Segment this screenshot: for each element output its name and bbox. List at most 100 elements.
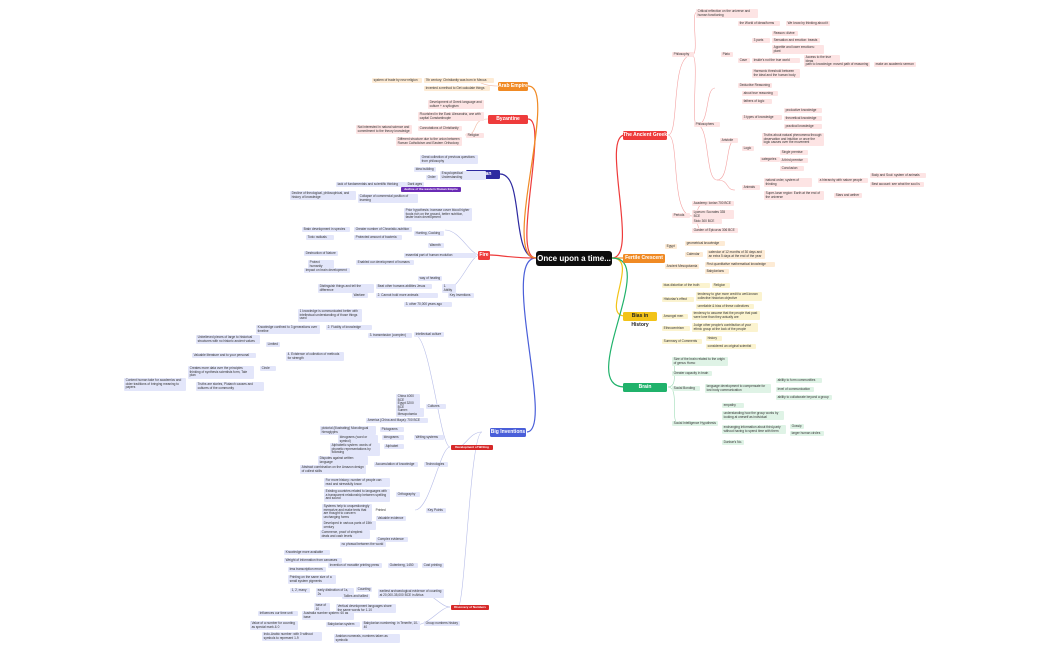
node-understanding-group[interactable]: understanding how the group works by loo… <box>722 411 784 421</box>
node-fire-hypothesis[interactable]: Prior hypothesis: increase cover blood h… <box>404 208 472 221</box>
node-mesopotamia[interactable]: Ancient Mesopotamia <box>665 264 699 270</box>
node-writing-existence[interactable]: 4. Existence of collection of methods fo… <box>286 352 344 362</box>
node-numbers-vertical[interactable]: Vertical development languages share the… <box>336 604 396 614</box>
node-numbers-arabian[interactable]: Arabian numerals, numbers taken as symbo… <box>334 634 400 644</box>
node-writing-disputes[interactable]: Disputes against written language <box>318 456 368 466</box>
node-ethnocentrism[interactable]: Ethnocentrism <box>662 326 690 332</box>
node-brain-size[interactable]: Size of the brain related to the origin … <box>672 357 728 367</box>
node-fire-essential[interactable]: essential part of human evolution <box>404 253 476 259</box>
node-writing-weight[interactable]: Weight of information from canvases <box>284 558 342 564</box>
node-level-communication[interactable]: level of communication <box>776 387 814 393</box>
node-natural-truths[interactable]: Truths about natural phenomena through o… <box>762 133 824 146</box>
node-numbers-tallies[interactable]: Tallies and tallied <box>342 594 370 600</box>
node-byz-christianity[interactable]: Connotations of Christianity <box>418 126 462 132</box>
node-religion[interactable]: Religion <box>712 283 730 289</box>
node-writing-technologies[interactable]: Technologies <box>424 462 448 468</box>
node-writing-ideograms[interactable]: Ideograms <box>382 435 404 441</box>
node-fire-heating[interactable]: way of heating <box>418 276 442 282</box>
branch-bias-in-history[interactable]: Bias in History <box>623 312 657 328</box>
node-philosophers[interactable]: Philosophers <box>694 122 720 128</box>
node-philosophy[interactable]: Philosophy <box>672 52 694 58</box>
node-third-premise[interactable]: A third premise <box>780 158 808 164</box>
node-writing-creates[interactable]: Creates more data over the principles th… <box>188 366 254 379</box>
node-writing-abstract[interactable]: Abstract combination on the Amazon desig… <box>300 465 366 475</box>
node-numbers-indo-arabic[interactable]: Indo-Arabic number: with 0 without symbo… <box>262 632 322 642</box>
node-bias-distortion[interactable]: bias distortion of the truth <box>662 283 710 289</box>
node-fire-beat[interactable]: Beat other humans abilities Jesus <box>376 284 432 290</box>
node-numbers-earliest[interactable]: earliest archaeological evidence of coun… <box>378 589 444 599</box>
node-numbers-base-10[interactable]: base of 10 <box>314 603 330 613</box>
node-plato[interactable]: Plato <box>721 52 733 58</box>
node-writing-accumulation[interactable]: Accumulation of knowledge <box>374 462 418 468</box>
node-critical-reflection[interactable]: Critical reflection on the universe and … <box>696 9 758 19</box>
node-writing-knowledge[interactable]: 1 knowledge is communicated better with … <box>298 309 362 322</box>
node-arab-7th-century[interactable]: 7th century: Christianity was born in Me… <box>424 78 494 84</box>
branch-brain-development[interactable]: Brain Development <box>623 383 667 399</box>
node-amongst-men[interactable]: Amongst men <box>662 314 688 320</box>
node-unreliable[interactable]: unreliable & bias of these collectives <box>696 304 754 310</box>
node-stars-aether[interactable]: Stars and aether <box>834 193 862 199</box>
node-collaborate[interactable]: ability to collaborate beyond a group <box>776 395 832 401</box>
node-numbers-time-unit[interactable]: Influences our time unit <box>258 611 298 617</box>
node-original-scientist[interactable]: considered an original scientist <box>706 344 756 350</box>
node-writing-egypt[interactable]: Egypt 3200 BCE <box>396 401 420 411</box>
node-numbers-value[interactable]: Value of a number for counting as specia… <box>250 621 298 631</box>
node-roman-collapse[interactable]: Collapse of commercial position of learn… <box>358 194 418 204</box>
node-byz-natural-science[interactable]: Not interested in natural science and co… <box>356 125 412 135</box>
node-categories[interactable]: categories <box>760 157 780 163</box>
node-fire-toxic[interactable]: Toxic radicals <box>306 235 334 241</box>
node-writing-intellectual[interactable]: Intellectual culture <box>414 332 444 338</box>
node-arab-method[interactable]: Invented a method to Get calculate thing… <box>424 86 490 92</box>
node-fire-impact[interactable]: Impact on brain development <box>304 268 350 274</box>
node-writing-transparent[interactable]: Existing countries related to languages … <box>324 489 390 502</box>
node-fire-cannot-hold[interactable]: 2. Cannot hold more animals <box>376 293 438 299</box>
node-writing-cultures[interactable]: Cultures <box>426 404 446 410</box>
node-roman-dark-ages[interactable]: Dark ages <box>406 182 424 188</box>
node-inside-cave[interactable]: Inside's not the true world <box>752 58 800 64</box>
node-tendency-assume[interactable]: tendency to assume that the people that … <box>692 311 760 321</box>
node-form-communities[interactable]: ability to form communities <box>776 378 822 384</box>
node-byz-structure[interactable]: Different structure due to the union bet… <box>396 137 462 147</box>
node-writing-complex[interactable]: Complex evidence <box>376 537 408 543</box>
node-period-stoic[interactable]: Stoic 300 BCE <box>692 219 722 225</box>
node-writing-today[interactable]: Limited <box>266 342 280 348</box>
node-fire-warmth[interactable]: Warmth <box>428 243 444 249</box>
node-true-ideas[interactable]: Access to the true ideas <box>804 55 840 65</box>
node-numbers-group[interactable]: Group numbers history <box>424 621 460 627</box>
node-reason[interactable]: Reason: divine <box>772 31 798 37</box>
node-summary[interactable]: Summary of Comments <box>662 339 702 345</box>
node-writing-systems[interactable]: Writing systems <box>414 435 444 441</box>
node-writing-orthography[interactable]: Orthography <box>396 492 420 498</box>
node-best-account[interactable]: Best account: see what the soul is <box>870 182 924 188</box>
node-writing-less-errors[interactable]: less transcription errors <box>288 567 326 573</box>
node-aristotle[interactable]: Aristotle <box>720 138 738 144</box>
node-writing-commerce[interactable]: Commerce, proof of simplest deals and ca… <box>320 530 370 540</box>
node-writing-content-human[interactable]: Content human take for academics and old… <box>124 378 186 391</box>
node-writing-gutenberg[interactable]: Gutenberg, 1450 <box>388 563 418 569</box>
node-fire-distinguish[interactable]: Distinguish things and tell the differen… <box>318 284 374 294</box>
node-logic[interactable]: Logic <box>742 146 754 152</box>
node-fire-greater-number[interactable]: Greater number of Chronistic-nutrition <box>354 227 412 233</box>
node-roman-encyclopedical[interactable]: Encyclopedical Understanding <box>440 171 486 181</box>
node-writing-pictograms[interactable]: Pictograms <box>380 427 404 433</box>
node-periods[interactable]: Periods <box>672 213 690 219</box>
node-super-lunar[interactable]: Super-lunar region: Earth at the end of … <box>764 191 824 201</box>
node-conclusion[interactable]: Conclusion <box>780 166 804 172</box>
node-writing-china[interactable]: China 4000 BCE <box>396 394 420 404</box>
branch-fire[interactable]: Fire <box>478 251 490 260</box>
node-social-intelligence[interactable]: Social Intelligence Hypothesis <box>672 421 718 427</box>
node-deductive[interactable]: Deductive Reasoning <box>738 83 772 89</box>
node-fire-warfare[interactable]: Warfare <box>352 293 368 299</box>
subhead-numbers[interactable]: Discovery of Numbers <box>451 605 489 610</box>
node-historians-effect[interactable]: Historian's effect <box>662 297 694 303</box>
node-writing-circle[interactable]: Circle <box>260 366 276 372</box>
node-writing-fluidity[interactable]: 2. Fluidity of knowledge <box>326 325 372 331</box>
node-greater-capacity[interactable]: Greater capacity in brain <box>672 371 712 377</box>
node-numbers-base-60[interactable]: Australia number system: 60 as base <box>302 611 354 621</box>
subhead-writing[interactable]: Development of Writing <box>451 445 493 450</box>
node-calendar[interactable]: Calendar <box>685 252 703 258</box>
node-fire-key-inventions[interactable]: Key Inventions <box>448 293 474 299</box>
node-fire-70000[interactable]: 3. other 70,000 years ago <box>404 302 452 308</box>
node-writing-movable[interactable]: Invention of movable printing press <box>328 563 382 569</box>
node-empathy[interactable]: empathy <box>722 403 744 409</box>
